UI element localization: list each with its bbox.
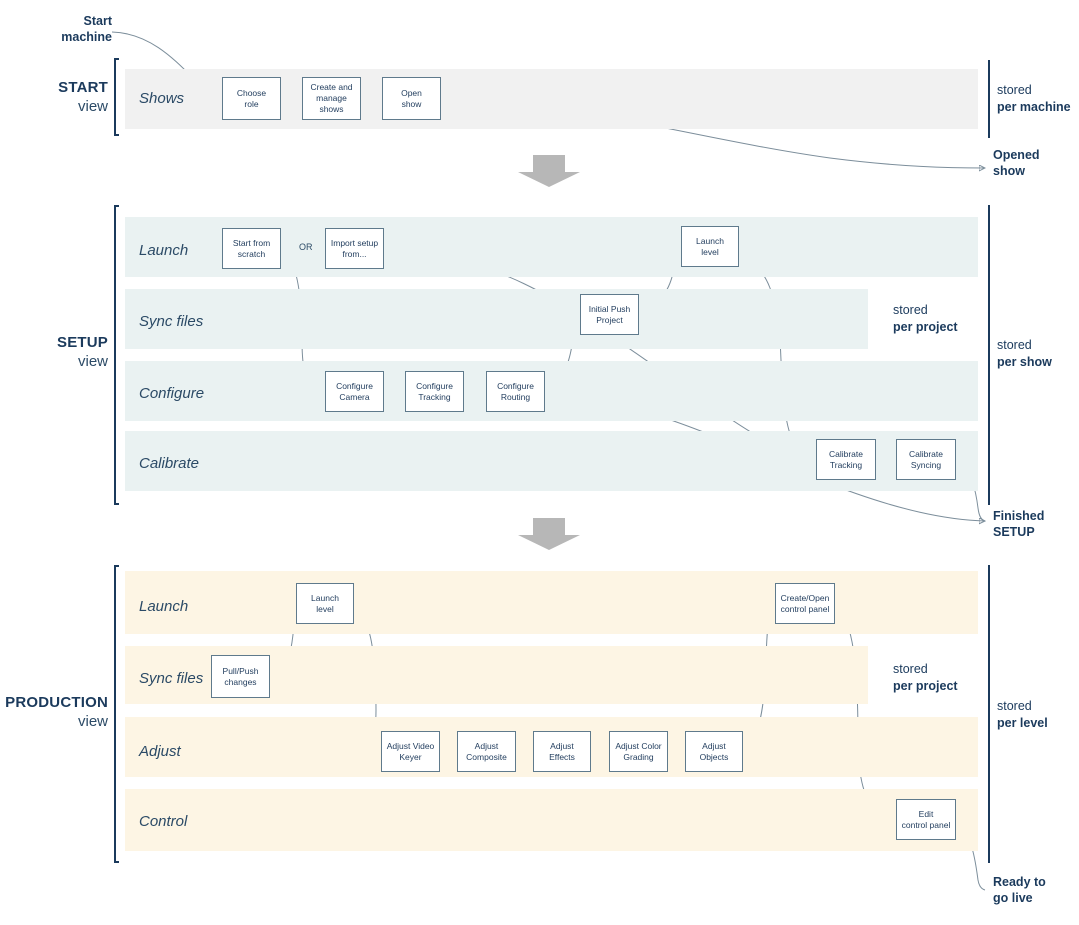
- node-configure-routing[interactable]: Configure Routing: [486, 371, 545, 412]
- lane-label-setup-configure: Configure: [139, 385, 205, 402]
- lane-band-production-control: [125, 789, 978, 851]
- lane-label-setup-launch: Launch: [139, 242, 189, 259]
- node-choose-role[interactable]: Choose role: [222, 77, 281, 120]
- section-title-setup: SETUP: [56, 334, 108, 351]
- storage-bracket-per-machine: [988, 60, 990, 138]
- section-title-start: START: [58, 79, 108, 96]
- storage-note-setup-per-project: stored per project: [893, 303, 958, 334]
- storage-note-per-machine: stored per machine: [997, 83, 1071, 114]
- lane-label-setup-calibrate: Calibrate: [139, 455, 200, 472]
- section-label-setup: SETUP view: [0, 334, 108, 372]
- storage-note-production-per-level: stored per level: [997, 699, 1048, 730]
- node-adjust-composite[interactable]: Adjust Composite: [457, 731, 516, 772]
- or-label-setup: OR: [299, 242, 313, 252]
- lane-band-setup-sync-files: [125, 289, 868, 349]
- section-subtitle-production: view: [77, 712, 108, 730]
- node-configure-tracking[interactable]: Configure Tracking: [405, 371, 464, 412]
- wire-import-to-calibrate-tracking: [383, 249, 813, 459]
- storage-note-production-per-project: stored per project: [893, 662, 958, 693]
- wire-create-open-panel-to-edit-panel: [833, 605, 893, 819]
- terminal-ready-to-go-live: Ready to go live: [993, 875, 1046, 906]
- node-configure-camera[interactable]: Configure Camera: [325, 371, 384, 412]
- node-pull-push-changes[interactable]: Pull/Push changes: [211, 655, 270, 698]
- node-calibrate-syncing[interactable]: Calibrate Syncing: [896, 439, 956, 480]
- node-adjust-objects[interactable]: Adjust Objects: [685, 731, 743, 772]
- section-title-production: PRODUCTION: [5, 694, 108, 711]
- lane-band-production-launch: [125, 571, 978, 634]
- node-production-launch-level[interactable]: Launch level: [296, 583, 354, 624]
- section-bracket-start: [114, 58, 119, 136]
- node-calibrate-tracking[interactable]: Calibrate Tracking: [816, 439, 876, 480]
- lane-label-production-control: Control: [139, 813, 188, 830]
- section-subtitle-start: view: [77, 97, 108, 115]
- lane-label-production-adjust: Adjust: [139, 743, 181, 760]
- node-setup-launch-level[interactable]: Launch level: [681, 226, 739, 267]
- lane-label-production-launch: Launch: [139, 598, 189, 615]
- node-adjust-color-grading[interactable]: Adjust Color Grading: [609, 731, 668, 772]
- section-bracket-production: [114, 565, 119, 863]
- storage-bracket-per-level: [988, 565, 990, 863]
- terminal-finished-setup: Finished SETUP: [993, 509, 1045, 540]
- section-subtitle-setup: view: [77, 352, 108, 370]
- node-import-setup-from[interactable]: Import setup from...: [325, 228, 384, 269]
- transition-arrow-start-to-setup: [518, 155, 580, 187]
- lane-band-setup-configure: [125, 361, 978, 421]
- terminal-start-machine: Start machine: [61, 14, 112, 45]
- node-create-manage-shows[interactable]: Create and manage shows: [302, 77, 361, 120]
- storage-bracket-per-show: [988, 205, 990, 505]
- node-edit-control-panel[interactable]: Edit control panel: [896, 799, 956, 840]
- section-bracket-setup: [114, 205, 119, 505]
- storage-note-setup-per-show: stored per show: [997, 338, 1052, 369]
- node-start-from-scratch[interactable]: Start from scratch: [222, 228, 281, 269]
- terminal-opened-show: Opened show: [993, 148, 1040, 179]
- section-label-start: START view: [0, 79, 108, 117]
- node-adjust-video-keyer[interactable]: Adjust Video Keyer: [381, 731, 440, 772]
- node-initial-push-project[interactable]: Initial Push Project: [580, 294, 639, 335]
- lane-label-shows: Shows: [139, 90, 185, 107]
- node-open-show[interactable]: Open show: [382, 77, 441, 120]
- section-label-production: PRODUCTION view: [0, 694, 108, 732]
- node-create-open-control-panel[interactable]: Create/Open control panel: [775, 583, 835, 624]
- node-adjust-effects[interactable]: Adjust Effects: [533, 731, 591, 772]
- transition-arrow-setup-to-production: [518, 518, 580, 550]
- lane-label-production-sync-files: Sync files: [139, 670, 204, 687]
- lane-label-setup-sync-files: Sync files: [139, 313, 204, 330]
